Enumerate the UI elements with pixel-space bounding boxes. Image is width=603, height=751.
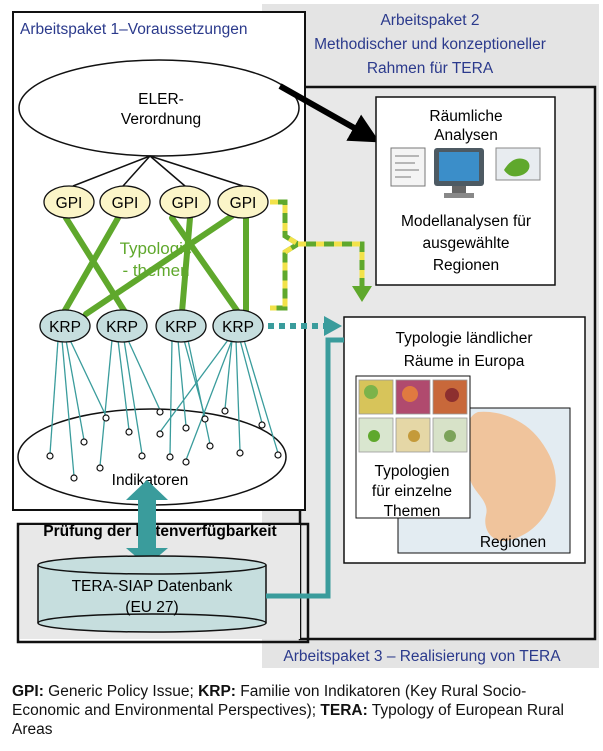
ap3-frame-left <box>16 522 310 644</box>
gpi-label: GPI <box>230 195 257 212</box>
thumbnail <box>358 379 394 415</box>
eler-line1: ELER- <box>138 91 184 108</box>
eler-line2: Verordnung <box>121 111 201 128</box>
ap3-title: Arbeitspaket 3 – Realisierung von TERA <box>283 648 561 665</box>
regionen-label: Regionen <box>480 534 546 551</box>
krp-node <box>39 309 91 343</box>
datenbank-cylinder <box>37 555 267 633</box>
ap2-title-line3: Rahmen für TERA <box>367 60 494 77</box>
krp-label: KRP <box>49 319 81 336</box>
europe-shape <box>464 411 556 542</box>
krp-node <box>212 309 264 343</box>
raeumliche-title-line1: Räumliche <box>429 108 502 125</box>
caption-tera-def: Typology of European Rural Areas <box>12 702 564 738</box>
datenbank-to-typologie-connector <box>266 337 344 599</box>
caption-tera-term: TERA: <box>320 702 368 719</box>
gpi-node <box>43 185 95 219</box>
arrow-green-head <box>352 286 372 302</box>
gpi-label: GPI <box>172 195 199 212</box>
raeumliche-subtitle-line1: Modellanalysen für <box>401 213 531 230</box>
pruefung-label: Prüfung der Datenverfügbarkeit <box>43 523 276 540</box>
gpi-label: GPI <box>112 195 139 212</box>
raeumliche-subtitle-line3: Regionen <box>433 257 499 274</box>
indicator-dots <box>46 407 282 482</box>
gpi-krp-connectors <box>61 213 249 317</box>
ap1-title: Arbeitspaket 1–Voraussetzungen <box>20 21 248 38</box>
krp-nodes: KRP KRP KRP KRP <box>39 309 264 343</box>
thumbnail <box>432 379 468 415</box>
krp-node <box>155 309 207 343</box>
caption-gpi-term: GPI: <box>12 683 44 700</box>
eler-ellipse <box>18 59 300 157</box>
legend-caption: GPI: Generic Policy Issue; KRP: Familie … <box>12 682 594 739</box>
gpi-nodes: GPI GPI GPI GPI <box>43 185 269 219</box>
krp-node <box>96 309 148 343</box>
krp-label: KRP <box>222 319 254 336</box>
typologien-line2: für einzelne <box>372 483 452 500</box>
monitor-icon <box>434 148 484 198</box>
krp-indicator-lines <box>49 339 279 477</box>
caption-krp-term: KRP: <box>198 683 236 700</box>
datenbank-line2: (EU 27) <box>125 599 178 616</box>
typologie-title-line2: Räume in Europa <box>404 353 525 370</box>
typologie-themen-line1: Typologie <box>120 239 193 258</box>
krp-to-typologie-arrowhead <box>324 316 342 336</box>
typologien-line3: Themen <box>384 503 441 520</box>
thumbnail-accents <box>364 385 459 442</box>
raeumliche-title-line2: Analysen <box>434 127 498 144</box>
datenbank-line1: TERA-SIAP Datenbank <box>72 578 233 595</box>
ap2-title-line2: Methodischer und konzeptioneller <box>314 36 546 53</box>
arrow-yellow-dash <box>298 241 365 288</box>
gpi-node <box>99 185 151 219</box>
eler-gpi-connectors <box>72 155 244 187</box>
gpi-label: GPI <box>56 195 83 212</box>
work-package-diagram: Arbeitspaket 1–Voraussetzungen Arbeitspa… <box>12 4 599 668</box>
gpi-node <box>217 185 269 219</box>
europe-map-icon <box>495 147 541 181</box>
thumbnail <box>432 417 468 453</box>
raeumliche-subtitle-line2: ausgewählte <box>422 235 509 252</box>
typologie-themen-line2: - themen <box>122 261 189 280</box>
krp-label: KRP <box>106 319 138 336</box>
indikatoren-label: Indikatoren <box>112 472 189 489</box>
krp-label: KRP <box>165 319 197 336</box>
eler-to-raeumliche-arrow <box>278 83 380 143</box>
ap2-title-line1: Arbeitspaket 2 <box>380 12 479 29</box>
caption-krp-def: Familie von Indikatoren (Key Rural Socio… <box>12 683 527 719</box>
caption-gpi-def: Generic Policy Issue; <box>43 683 199 700</box>
typologien-line1: Typologien <box>375 463 450 480</box>
typologie-title-line1: Typologie ländlicher <box>395 330 532 347</box>
gpi-node <box>159 185 211 219</box>
typology-thumbnails <box>358 379 468 453</box>
documents-sketch-icon <box>390 147 426 187</box>
